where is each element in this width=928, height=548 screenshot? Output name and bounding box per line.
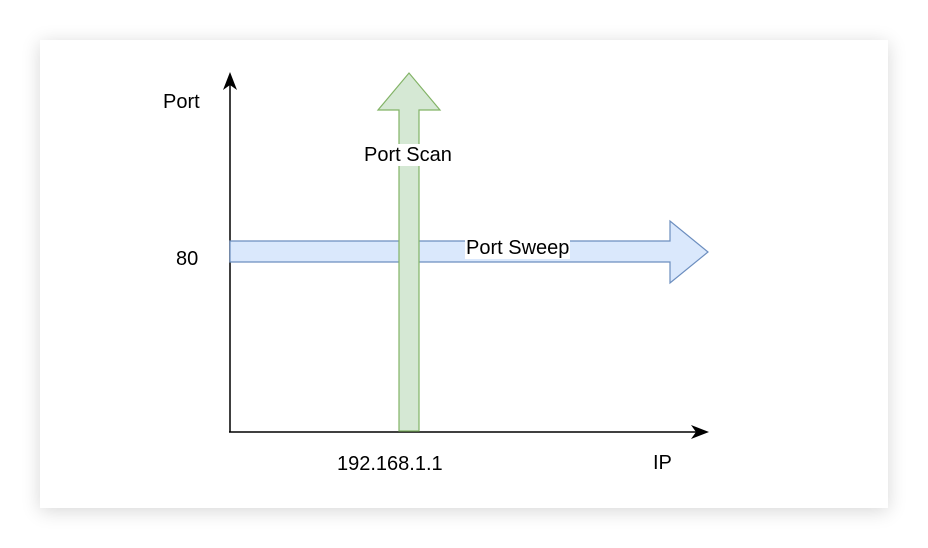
y-tick-label-80: 80: [176, 248, 199, 270]
port-sweep-label: Port Sweep: [465, 237, 571, 259]
port-scan-arrow: [376, 72, 442, 432]
x-tick-label-ip: 192.168.1.1: [337, 453, 443, 475]
port-scan-label: Port Scan: [363, 144, 453, 166]
diagram-card: [40, 40, 888, 508]
x-axis-label: IP: [653, 452, 672, 474]
y-axis-label: Port: [163, 91, 200, 113]
y-axis-arrowhead: [223, 72, 237, 90]
x-axis-arrowhead: [691, 425, 709, 439]
